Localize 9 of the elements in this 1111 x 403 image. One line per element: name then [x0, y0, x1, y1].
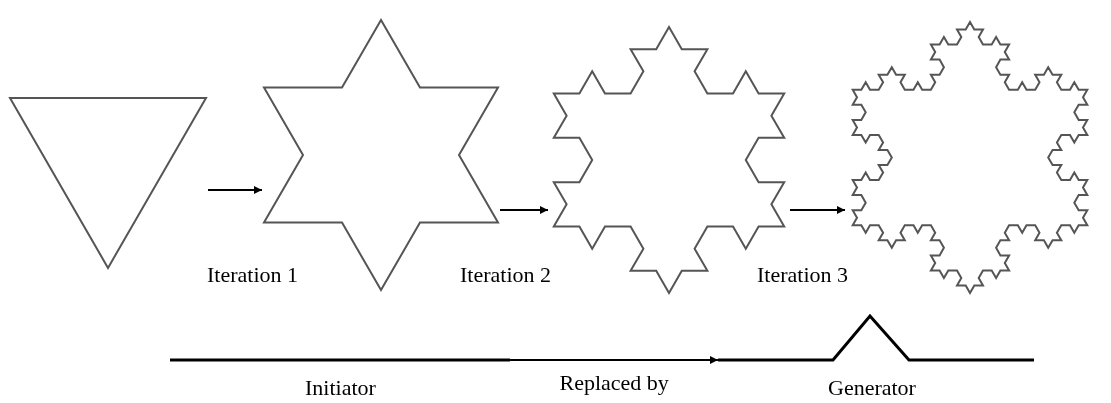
arrow — [207, 186, 263, 194]
arrow — [789, 206, 846, 214]
caption-text: Iteration 2 — [460, 262, 552, 288]
arrow — [499, 206, 549, 214]
caption-text: Iteration 3 — [757, 262, 849, 288]
arrow — [509, 356, 719, 364]
caption-text: Generator — [828, 375, 916, 401]
caption-text: Iteration 1 — [207, 262, 299, 288]
caption-text: Initiator — [305, 375, 376, 401]
